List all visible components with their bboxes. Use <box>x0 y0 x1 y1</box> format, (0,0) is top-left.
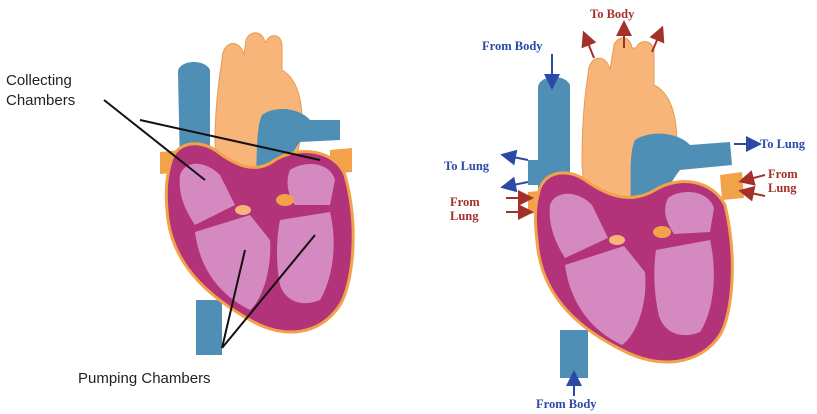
label-to-lung-right: To Lung <box>760 138 805 151</box>
label-from-lung-right-line1: From <box>768 168 798 181</box>
arrow-from-lung-right-2 <box>746 192 765 196</box>
left-ventricle <box>277 212 334 303</box>
left-heart-panel: Collecting Chambers Pumping Chambers <box>0 0 410 414</box>
mitral-valve <box>276 194 294 206</box>
label-from-body-bottom: From Body <box>536 398 597 411</box>
arrow-to-lung-left-1 <box>508 156 528 160</box>
arrow-to-lung-left-2 <box>508 182 528 186</box>
left-ventricle <box>654 240 714 335</box>
pulmonary-vein-right <box>720 172 744 200</box>
label-pumping-chambers: Pumping Chambers <box>78 370 211 388</box>
label-to-lung-left: To Lung <box>444 160 489 173</box>
inferior-vena-cava <box>560 330 588 378</box>
arrow-from-lung-right-1 <box>746 175 765 180</box>
tricuspid-valve <box>609 235 625 245</box>
right-ventricle <box>195 215 270 310</box>
right-heart-panel: To Body From Body To Lung To Lung From L… <box>410 0 817 414</box>
label-from-body-top: From Body <box>482 40 543 53</box>
label-to-body: To Body <box>590 8 634 21</box>
label-from-lung-left-line2: Lung <box>450 210 479 223</box>
arrow-to-body-1 <box>586 38 594 58</box>
label-from-lung-left-line1: From <box>450 196 480 209</box>
label-collecting-chambers-line1: Collecting <box>6 72 72 90</box>
left-atrium <box>288 164 335 205</box>
tricuspid-valve <box>235 205 251 215</box>
arrow-to-body-3 <box>652 33 660 52</box>
left-heart-illustration <box>0 0 410 414</box>
inferior-vena-cava <box>196 300 222 355</box>
label-collecting-chambers-line2: Chambers <box>6 92 75 110</box>
mitral-valve <box>653 226 671 238</box>
left-atrium <box>665 192 714 234</box>
label-from-lung-right-line2: Lung <box>768 182 797 195</box>
